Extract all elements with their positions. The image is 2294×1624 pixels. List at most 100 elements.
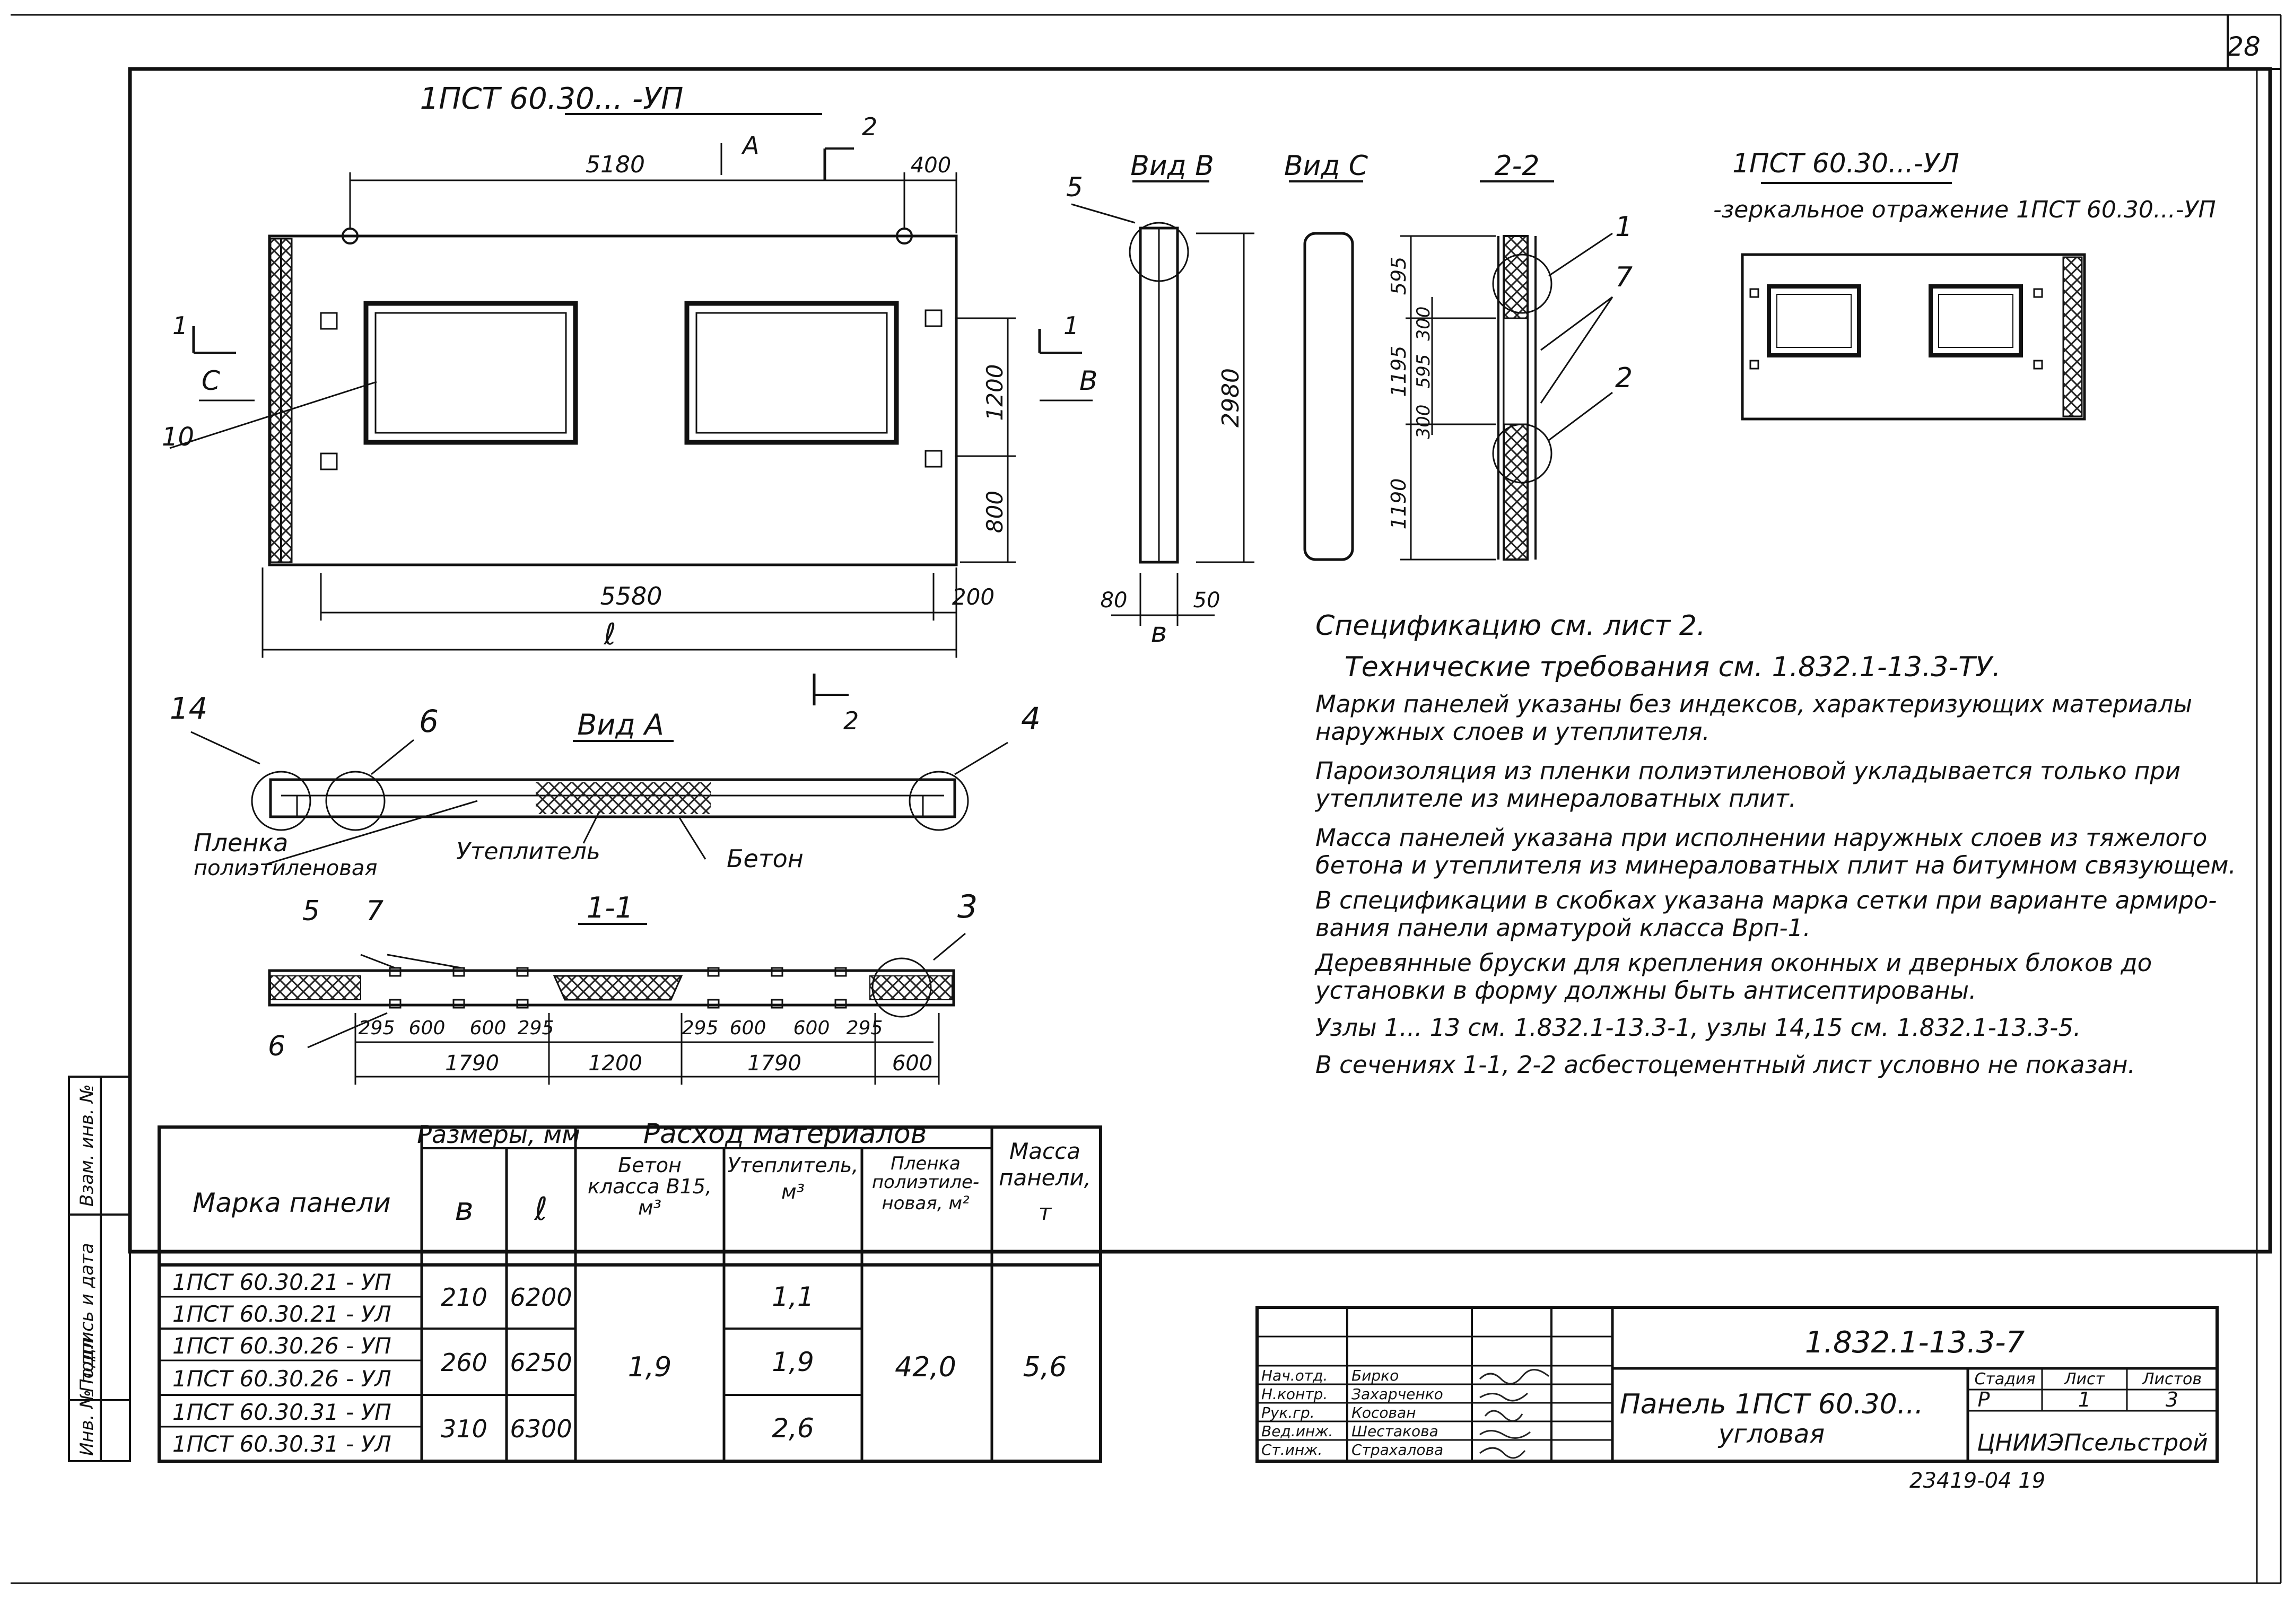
callout-5-view-b: 5 [1066, 172, 1083, 203]
th-sizes: Размеры, мм [417, 1120, 580, 1149]
row-mark-2: 1ПСТ 60.30.21 - УЛ [172, 1301, 391, 1327]
note-6: утеплителе из минераловатных плит. [1315, 784, 1796, 813]
dim-295-b: 295 [518, 1017, 554, 1039]
th-sheets: Листов [2142, 1370, 2202, 1389]
note-3: Марки панелей указаны без индексов, хара… [1315, 690, 2193, 718]
row-mark-3: 1ПСТ 60.30.26 - УП [172, 1333, 391, 1359]
row-concrete: 1,9 [628, 1351, 672, 1383]
organization: ЦНИИЭПсельстрой [1977, 1429, 2208, 1456]
dim-5180: 5180 [586, 151, 645, 178]
th-film-2: полиэтиле- [872, 1172, 979, 1193]
dim-80: 80 [1101, 588, 1128, 613]
panel-title-1: Панель 1ПСТ 60.30... [1620, 1389, 1924, 1420]
signatures [1479, 1369, 1549, 1459]
th-film-3: новая, м² [882, 1193, 970, 1214]
dim-1790-a: 1790 [445, 1051, 499, 1076]
note-5: Пароизоляция из пленки полиэтиленовой ук… [1315, 757, 2181, 785]
row-mark-4: 1ПСТ 60.30.26 - УЛ [172, 1366, 391, 1392]
title-block [1255, 1306, 2219, 1463]
th-mark: Марка панели [193, 1188, 391, 1218]
row-mass: 5,6 [1023, 1351, 1067, 1383]
dim-300-lower: 300 [1413, 405, 1434, 439]
role-2: Н.контр. [1261, 1385, 1328, 1403]
facade-title: 1ПСТ 60.30... -УП [420, 82, 684, 116]
th-stage: Стадия [1974, 1370, 2035, 1389]
section-1-1 [268, 932, 966, 1085]
name-2: Захарченко [1351, 1385, 1443, 1403]
th-mass-3: т [1039, 1199, 1052, 1225]
dim-600-e: 600 [892, 1051, 932, 1076]
th-film-1: Пленка [891, 1153, 961, 1174]
dim-600-a: 600 [409, 1017, 446, 1039]
dim-595-mid: 595 [1413, 354, 1434, 389]
dim-1190: 1190 [1387, 478, 1410, 530]
th-mass-2: панели, [999, 1165, 1091, 1191]
dim-300-upper: 300 [1413, 307, 1434, 341]
side-stamp [68, 1076, 131, 1462]
th-consumption: Расход материалов [643, 1118, 927, 1150]
th-concrete-3: м³ [638, 1196, 661, 1219]
facade-view [169, 143, 1093, 705]
spec-table-grid [158, 1125, 1102, 1463]
view-a [190, 731, 1008, 866]
note-11: Деревянные бруски для крепления оконных … [1315, 949, 2152, 977]
dim-800: 800 [982, 491, 1008, 533]
mark-a: А [741, 131, 759, 160]
view-c-title: Вид С [1284, 150, 1368, 182]
role-3: Рук.гр. [1261, 1404, 1315, 1421]
dim-5580: 5580 [600, 582, 662, 610]
note-2: Технические требования см. 1.832.1-13.3-… [1345, 651, 2001, 683]
callout-5-section: 5 [302, 895, 320, 927]
dim-600-d: 600 [793, 1017, 830, 1039]
th-concrete-1: Бетон [618, 1154, 682, 1177]
row-b-1: 210 [441, 1283, 487, 1312]
dim-295-a: 295 [359, 1017, 395, 1039]
row-l-2: 6250 [510, 1348, 572, 1377]
panel-title-2: угловая [1717, 1419, 1825, 1449]
callout-10: 10 [162, 422, 194, 452]
dim-400: 400 [911, 153, 951, 178]
label-film-1: Пленка [194, 828, 288, 857]
label-insulation: Утеплитель [456, 838, 600, 865]
row-l-3: 6300 [510, 1415, 572, 1443]
section-1-1-title: 1-1 [587, 891, 633, 924]
title-block-staff: Нач.отд. Н.контр. Рук.гр. Вед.инж. Ст.ин… [1261, 1367, 1443, 1459]
spec-rows: 1ПСТ 60.30.21 - УП 1ПСТ 60.30.21 - УЛ 1П… [172, 1269, 1067, 1457]
th-concrete-2: класса В15, [588, 1175, 712, 1198]
note-14: В сечениях 1-1, 2-2 асбестоцементный лис… [1315, 1051, 2135, 1079]
dim-200: 200 [952, 584, 995, 610]
label-concrete: Бетон [727, 844, 804, 873]
dim-595-top: 595 [1387, 257, 1410, 295]
note-8: бетона и утеплителя из минераловатных пл… [1315, 851, 2236, 879]
callout-6-section: 6 [268, 1031, 285, 1062]
note-10: вания панели арматурой класса Врп-1. [1315, 914, 1811, 942]
row-insul-2: 1,9 [772, 1347, 814, 1377]
row-b-3: 310 [441, 1415, 487, 1443]
name-4: Шестакова [1351, 1422, 1438, 1440]
dim-1200-sec: 1200 [588, 1051, 642, 1076]
stamp-inv: Инв. № подл. [76, 1331, 98, 1456]
row-insul-1: 1,1 [772, 1281, 814, 1312]
callout-14: 14 [170, 692, 207, 726]
sheets-value: 3 [2166, 1388, 2178, 1411]
row-mark-1: 1ПСТ 60.30.21 - УП [172, 1269, 391, 1295]
name-3: Косован [1351, 1404, 1416, 1421]
mark-section-1-left: 1 [172, 311, 188, 340]
section-2-2-title: 2-2 [1495, 150, 1540, 182]
dim-1790-b: 1790 [747, 1051, 801, 1076]
dim-600-c: 600 [730, 1017, 766, 1039]
dim-2980: 2980 [1217, 368, 1244, 427]
row-mark-6: 1ПСТ 60.30.31 - УЛ [172, 1431, 391, 1457]
callout-1-section: 1 [1615, 211, 1633, 243]
row-mark-5: 1ПСТ 60.30.31 - УП [172, 1399, 391, 1425]
dim-295-c: 295 [682, 1017, 719, 1039]
th-insul-1: Утеплитель, [728, 1154, 859, 1177]
dim-295-d: 295 [847, 1017, 883, 1039]
th-mass-1: Масса [1009, 1138, 1080, 1164]
doc-code: 1.832.1-13.3-7 [1805, 1325, 2025, 1360]
sheet-number: 28 [2227, 31, 2261, 62]
note-7: Масса панелей указана при исполнении нар… [1315, 824, 2208, 852]
label-film-2: полиэтиленовая [194, 856, 377, 880]
note-1: Спецификацию см. лист 2. [1315, 610, 1706, 642]
section-2-2 [1400, 232, 1613, 561]
